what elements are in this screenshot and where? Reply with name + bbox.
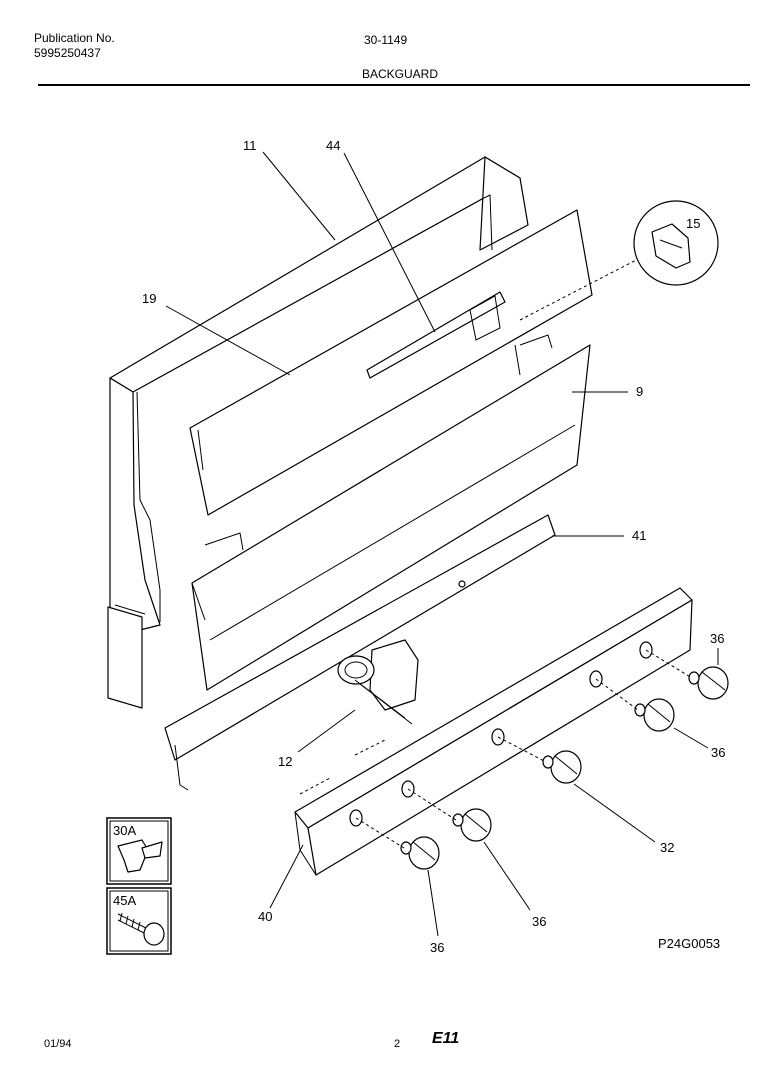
backguard-housing — [107, 156, 529, 709]
callout-36-top: 36 — [710, 631, 724, 646]
trim-strip — [366, 291, 506, 379]
callout-12: 12 — [278, 754, 292, 769]
callout-44: 44 — [326, 138, 340, 153]
callout-41: 41 — [632, 528, 646, 543]
inset-30a — [106, 817, 172, 885]
callout-36-mid: 36 — [532, 914, 546, 929]
knob-3 — [542, 750, 582, 784]
leader-lines — [165, 151, 719, 937]
callout-40: 40 — [258, 909, 272, 924]
knob-2 — [634, 698, 675, 732]
footer-date: 01/94 — [44, 1038, 72, 1050]
callout-36-bottom: 36 — [430, 940, 444, 955]
footer-page-number: 2 — [394, 1038, 401, 1050]
control-panel — [191, 334, 591, 691]
inset-45a — [106, 887, 172, 955]
callout-15: 15 — [686, 216, 700, 231]
assembly-lines — [299, 257, 693, 849]
callout-9: 9 — [636, 384, 643, 399]
knob-5 — [400, 836, 440, 870]
knob-1 — [688, 666, 729, 700]
inset-45a-label: 45A — [113, 893, 136, 908]
callout-19: 19 — [142, 291, 156, 306]
callout-11: 11 — [243, 138, 257, 153]
drawing-code: P24G0053 — [658, 936, 720, 951]
inset-30a-label: 30A — [113, 823, 136, 838]
detail-circle — [633, 200, 719, 286]
section-title: BACKGUARD — [362, 67, 439, 81]
model-number: 30-1149 — [364, 33, 408, 47]
knob-4 — [452, 808, 492, 842]
callout-32: 32 — [660, 840, 674, 855]
header-rule — [38, 84, 750, 86]
knob-group — [400, 666, 729, 870]
footer-mark: E11 — [432, 1030, 460, 1047]
publication-label: Publication No. — [34, 31, 115, 45]
callout-36-right: 36 — [711, 745, 725, 760]
switch-with-pigtail — [337, 639, 419, 725]
publication-number: 5995250437 — [34, 46, 101, 60]
mounting-bracket — [164, 514, 556, 791]
